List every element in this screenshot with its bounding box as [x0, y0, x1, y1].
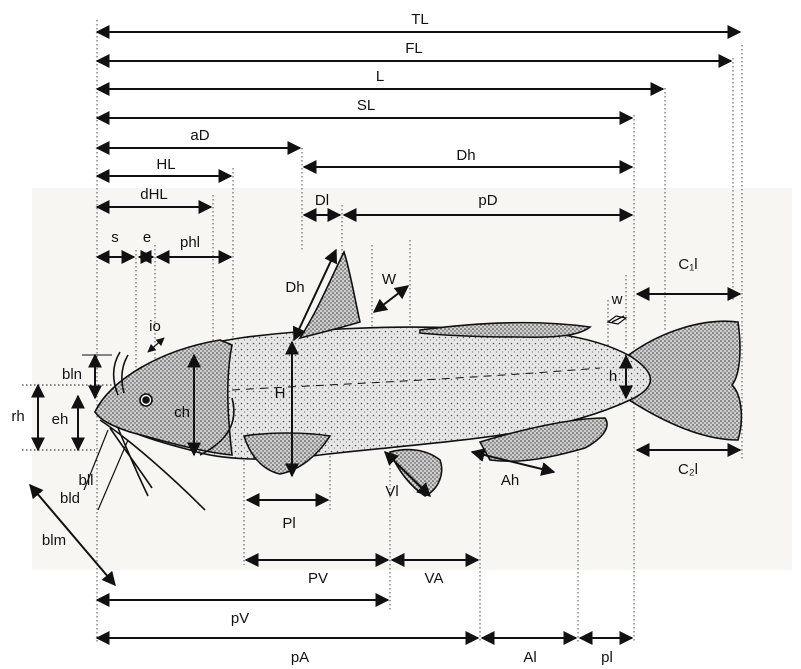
- label-Vl: Vl: [385, 483, 398, 500]
- arrow-io: [148, 338, 164, 352]
- label-bln: bln: [62, 366, 82, 383]
- label-rh: rh: [11, 408, 24, 425]
- label-Al: Al: [523, 649, 536, 666]
- label-FL: FL: [405, 40, 423, 57]
- arrow-W: [374, 286, 408, 312]
- label-bll: bll: [78, 472, 93, 489]
- label-phl: phl: [180, 234, 200, 251]
- label-dHL: dHL: [140, 186, 168, 203]
- label-io: io: [149, 318, 161, 335]
- label-aD: aD: [190, 127, 209, 144]
- label-s: s: [111, 229, 119, 246]
- label-SL: SL: [357, 97, 375, 114]
- arrow-bld: [98, 440, 128, 510]
- label-Pl: Pl: [282, 515, 295, 532]
- label-HL: HL: [156, 156, 175, 173]
- label-C1l: C₁l: [678, 256, 697, 273]
- label-eh: eh: [52, 411, 69, 428]
- label-h: h: [609, 368, 617, 385]
- label-w: w: [611, 291, 623, 308]
- fish-illustration: [95, 252, 741, 510]
- label-H: H: [275, 385, 286, 402]
- label-e: e: [143, 229, 151, 246]
- label-pA: pA: [291, 649, 309, 666]
- label-L: L: [376, 68, 384, 85]
- label-pl: pl: [601, 649, 613, 666]
- label-Dh-fin: Dh: [285, 279, 304, 296]
- label-C2l: C₂l: [678, 461, 698, 478]
- label-pD: pD: [478, 192, 497, 209]
- label-Ah: Ah: [501, 472, 519, 489]
- label-PV: PV: [308, 570, 328, 587]
- label-blm: blm: [42, 532, 66, 549]
- label-VA: VA: [425, 570, 444, 587]
- label-Dh-top: Dh: [456, 147, 475, 164]
- label-ch: ch: [174, 404, 190, 421]
- label-pV: pV: [231, 610, 249, 627]
- label-Dl: Dl: [315, 192, 329, 209]
- label-TL: TL: [411, 11, 429, 28]
- label-W: W: [382, 271, 397, 288]
- label-bld: bld: [60, 490, 80, 507]
